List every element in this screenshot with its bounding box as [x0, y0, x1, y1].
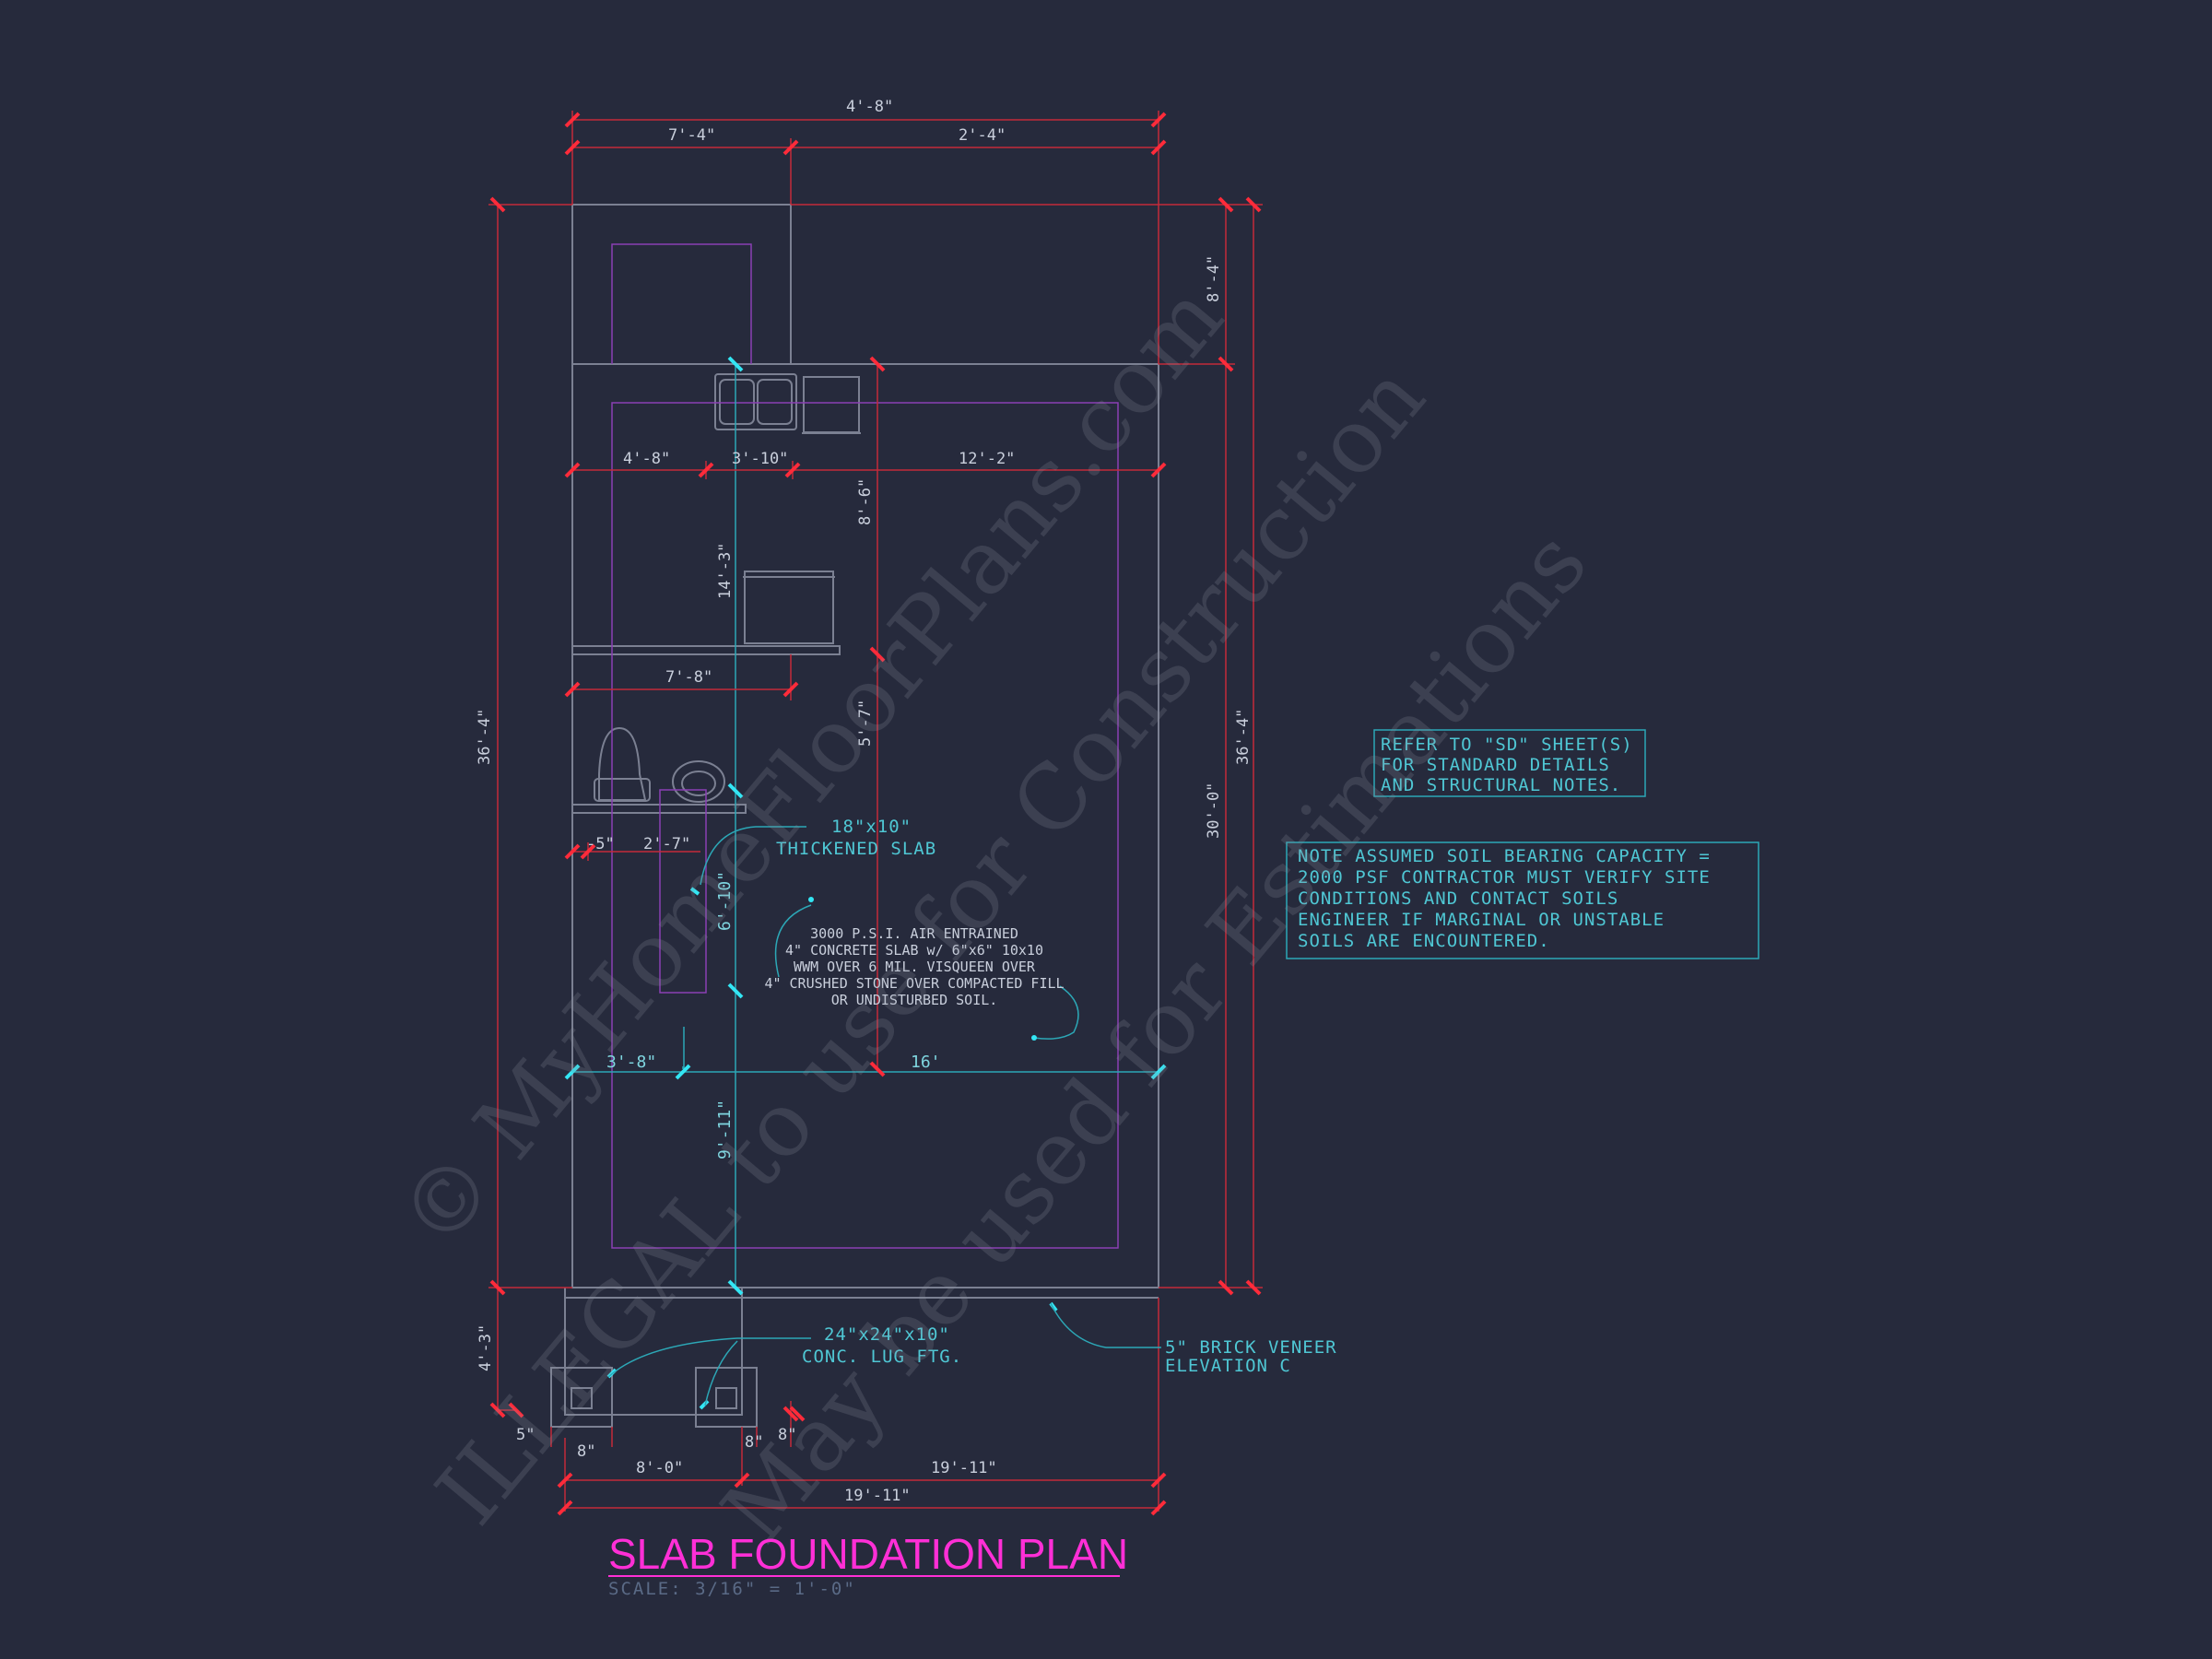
slab-edge-lines: [611, 243, 1119, 1249]
svg-text:4" CRUSHED STONE OVER COMPACTE: 4" CRUSHED STONE OVER COMPACTED FILL: [764, 975, 1064, 992]
dim-bot-left: 8'-0": [636, 1459, 683, 1477]
svg-text:OR UNDISTURBED SOIL.: OR UNDISTURBED SOIL.: [831, 992, 998, 1008]
building-outline: [550, 204, 1159, 1428]
dim-v-143: 14'-3": [716, 543, 735, 599]
refer-note: REFER TO "SD" SHEET(S) FOR STANDARD DETA…: [1381, 735, 1633, 795]
refer-note-box: [1373, 729, 1646, 797]
dim-v-57: 5'-7": [856, 700, 875, 747]
svg-text:18"x10": 18"x10": [831, 817, 912, 837]
dim-top-right: 2'-4": [959, 126, 1006, 145]
svg-text:3000 P.S.I. AIR ENTRAINED: 3000 P.S.I. AIR ENTRAINED: [810, 925, 1018, 942]
dim-right-total: 36'-4": [1234, 709, 1253, 765]
note-leaders: [607, 826, 1161, 1406]
dim-bot-right: 19'-11": [931, 1459, 997, 1477]
svg-text:THICKENED SLAB: THICKENED SLAB: [776, 839, 936, 859]
dim-v-610: 6'-10": [715, 871, 735, 931]
brick-veneer-note: 5" BRICK VENEER ELEVATION C: [1165, 1337, 1337, 1376]
soil-note: NOTE ASSUMED SOIL BEARING CAPACITY = 200…: [1298, 846, 1711, 951]
dimension-ticks: [489, 112, 1262, 1516]
dim-5: -5": [586, 835, 615, 853]
plan-title: SLAB FOUNDATION PLAN: [608, 1530, 1128, 1578]
dim-v-911: 9'-11": [715, 1100, 735, 1159]
dim-row2-a: 4'-8": [623, 450, 670, 468]
dim-27: 2'-7": [643, 835, 690, 853]
svg-text:ENGINEER IF MARGINAL OR UNSTAB: ENGINEER IF MARGINAL OR UNSTABLE: [1298, 910, 1665, 930]
svg-text:FOR STANDARD DETAILS: FOR STANDARD DETAILS: [1381, 755, 1610, 775]
svg-text:2000 PSF CONTRACTOR MUST VERIF: 2000 PSF CONTRACTOR MUST VERIFY SITE: [1298, 867, 1711, 888]
svg-text:WWM OVER 6 MIL. VISQUEEN OVER: WWM OVER 6 MIL. VISQUEEN OVER: [794, 959, 1036, 975]
dim-v-43: 4'-3": [477, 1324, 495, 1371]
svg-text:SOILS ARE ENCOUNTERED.: SOILS ARE ENCOUNTERED.: [1298, 931, 1550, 951]
dim-left-total: 36'-4": [476, 709, 494, 765]
thickened-slab-lines: [572, 364, 1159, 1288]
dim-v-86: 8'-6": [856, 478, 875, 525]
svg-text:NOTE ASSUMED SOIL BEARING CAPA: NOTE ASSUMED SOIL BEARING CAPACITY =: [1298, 846, 1711, 866]
svg-text:CONC. LUG FTG.: CONC. LUG FTG.: [802, 1347, 962, 1367]
dim-8c: 8": [778, 1426, 796, 1444]
dim-right-upper: 8'-4": [1205, 255, 1223, 302]
thickened-slab-note: 18"x10" THICKENED SLAB: [776, 817, 936, 859]
dim-bot-total: 19'-11": [844, 1487, 911, 1505]
svg-text:5" BRICK VENEER: 5" BRICK VENEER: [1165, 1337, 1337, 1358]
svg-text:ELEVATION C: ELEVATION C: [1165, 1356, 1291, 1376]
dim-top-left: 7'-4": [668, 126, 715, 145]
slab-spec-note: 3000 P.S.I. AIR ENTRAINED 4" CONCRETE SL…: [764, 925, 1064, 1008]
plan-scale: SCALE: 3/16" = 1'-0": [608, 1579, 856, 1599]
svg-text:REFER TO "SD" SHEET(S): REFER TO "SD" SHEET(S): [1381, 735, 1633, 755]
dim-row2-b: 3'-10": [732, 450, 788, 468]
svg-text:CONDITIONS AND CONTACT SOILS: CONDITIONS AND CONTACT SOILS: [1298, 888, 1618, 909]
lug-footing-note: 24"x24"x10" CONC. LUG FTG.: [802, 1324, 962, 1367]
dim-38: 3'-8": [606, 1053, 656, 1072]
dim-8a: 8": [577, 1442, 595, 1461]
dim-8b: 8": [745, 1433, 763, 1452]
dim-78: 7'-8": [665, 668, 712, 687]
dim-row2-c: 12'-2": [959, 450, 1015, 468]
dim-top-overall: 4'-8": [846, 98, 893, 116]
dim-right-mid: 30'-0": [1205, 782, 1223, 839]
dim-5b: 5": [516, 1426, 535, 1444]
svg-text:4" CONCRETE SLAB w/ 6"x6" 10x1: 4" CONCRETE SLAB w/ 6"x6" 10x10: [785, 942, 1043, 959]
soil-note-box: [1286, 841, 1759, 959]
svg-text:24"x24"x10": 24"x24"x10": [824, 1324, 950, 1345]
svg-text:AND STRUCTURAL NOTES.: AND STRUCTURAL NOTES.: [1381, 775, 1621, 795]
dimension-lines: [488, 111, 1263, 1512]
dim-16: 16': [911, 1053, 941, 1072]
